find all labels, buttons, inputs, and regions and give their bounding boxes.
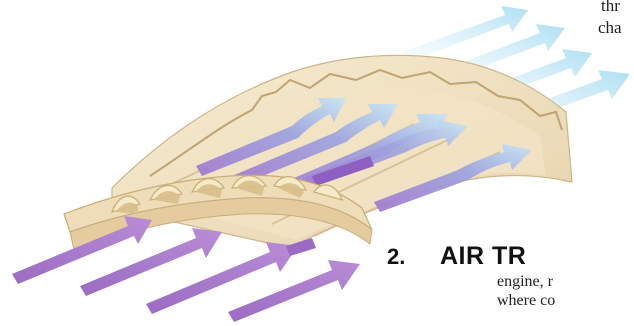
- step-description-line-2: where co: [497, 292, 555, 310]
- cropped-text-top-1: thr: [601, 0, 620, 16]
- cropped-text-top-2: cha: [598, 18, 622, 38]
- step-number: 2.: [387, 244, 405, 270]
- step-title: AIR TR: [440, 242, 526, 271]
- step-description-line-1: engine, r: [497, 273, 553, 291]
